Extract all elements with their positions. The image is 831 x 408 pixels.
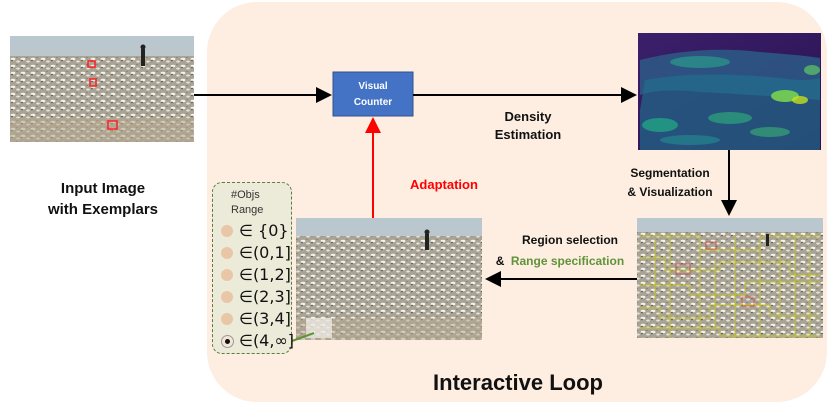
range-option-label: ∈(0,1] — [239, 243, 291, 262]
interactive-loop-title: Interactive Loop — [433, 370, 603, 395]
input-image — [10, 36, 194, 142]
range-prefix: & — [496, 254, 505, 268]
range-specification-label: & Range specification — [496, 254, 624, 268]
radio-selected-icon[interactable] — [221, 335, 234, 348]
radio-icon[interactable] — [221, 313, 233, 325]
range-option[interactable]: ∈(3,4] — [219, 309, 291, 329]
range-option[interactable]: ∈ {0} — [219, 221, 291, 241]
radio-icon[interactable] — [221, 225, 233, 237]
segmentation-label-line1: Segmentation — [630, 166, 709, 180]
range-selection-panel: #Objs Range ∈ {0} ∈(0,1] ∈(1,2] ∈(2,3] ∈(3,4… — [212, 182, 295, 354]
range-title-line2: Range — [231, 204, 264, 216]
range-option-label: ∈ {0} — [239, 221, 289, 240]
input-label-line1: Input Image — [61, 180, 145, 197]
range-title-line1: #Objs — [231, 189, 260, 201]
range-spec-text: Range specification — [511, 254, 624, 268]
range-option-label: ∈(2,3] — [239, 287, 291, 306]
input-label-line2: with Exemplars — [47, 201, 158, 218]
range-option-label: ∈(4,∞] — [239, 331, 295, 350]
radio-icon[interactable] — [221, 247, 233, 259]
range-option[interactable]: ∈(2,3] — [219, 287, 291, 307]
adaptation-label: Adaptation — [410, 177, 478, 192]
density-label-line2: Estimation — [495, 127, 562, 142]
visual-counter-box — [332, 71, 414, 117]
range-option-label: ∈(1,2] — [239, 265, 291, 284]
range-option[interactable]: ∈(1,2] — [219, 265, 291, 285]
range-option[interactable]: ∈(4,∞] — [219, 331, 295, 351]
range-connector — [291, 332, 315, 342]
range-option[interactable]: ∈(0,1] — [219, 243, 291, 263]
radio-icon[interactable] — [221, 269, 233, 281]
segmentation-image — [637, 218, 823, 338]
segmentation-label-line2: & Visualization — [627, 185, 712, 199]
selection-image — [296, 218, 482, 340]
radio-icon[interactable] — [221, 291, 233, 303]
range-option-label: ∈(3,4] — [239, 309, 291, 328]
density-label-line1: Density — [505, 109, 553, 124]
visual-counter-line1: Visual — [358, 81, 387, 92]
density-map-image — [638, 33, 821, 150]
region-selection-label: Region selection — [522, 233, 618, 247]
visual-counter-line2: Counter — [354, 97, 392, 108]
